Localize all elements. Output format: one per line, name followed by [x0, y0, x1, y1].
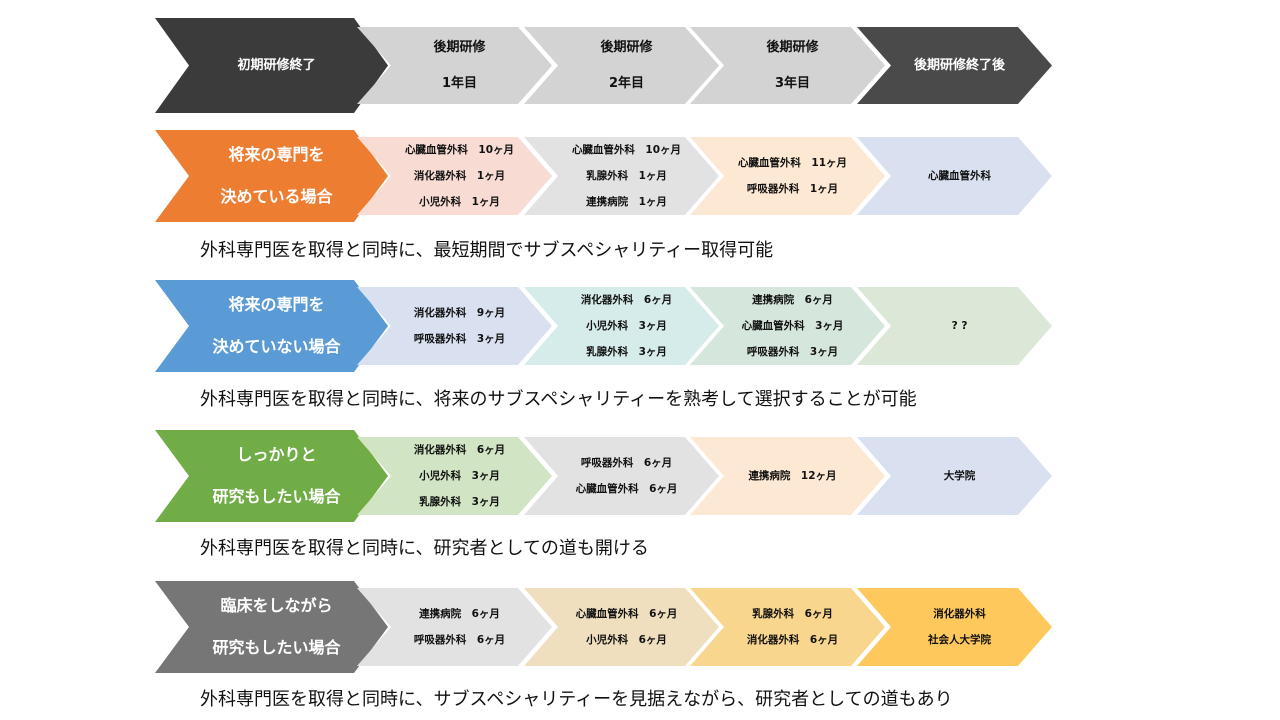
row-4-step-1: 連携病院 6ヶ月呼吸器外科 6ヶ月 — [357, 588, 552, 666]
row-3-step-3: 連携病院 12ヶ月 — [690, 437, 885, 515]
chevron-text: 臨床をしながら — [220, 596, 333, 615]
chevron-text: 研究もしたい場合 — [212, 638, 341, 657]
chevron-text: 社会人大学院 — [928, 634, 991, 646]
chevron-text: 呼吸器外科 3ヶ月 — [746, 346, 839, 358]
chevron-text: 呼吸器外科 6ヶ月 — [413, 634, 506, 646]
chevron-text: ? ? — [951, 320, 968, 332]
chevron-text: 3年目 — [774, 75, 811, 91]
chevron-text: 大学院 — [943, 470, 976, 482]
chevron-text: 連携病院 6ヶ月 — [752, 294, 833, 306]
chevron-text: 連携病院 12ヶ月 — [748, 470, 837, 482]
header-step-4: 後期研修終了後 — [857, 27, 1052, 104]
row-lead-1: 将来の専門を決めている場合 — [155, 130, 388, 222]
row-1-step-4: 心臓血管外科 — [857, 137, 1052, 215]
row-caption: 外科専門医を取得と同時に、研究者としての道も開ける — [200, 538, 649, 559]
row-3-step-4: 大学院 — [857, 437, 1052, 515]
row-4-step-3: 乳腺外科 6ヶ月消化器外科 6ヶ月 — [690, 588, 885, 666]
chevron-text: 心臓血管外科 10ヶ月 — [571, 144, 682, 156]
row-lead-3: しっかりと研究もしたい場合 — [155, 430, 388, 522]
chevron-text: 小児外科 6ヶ月 — [586, 634, 667, 646]
chevron-text: 2年目 — [608, 75, 645, 91]
header-step-2: 後期研修 2年目 — [524, 27, 719, 104]
row-1-step-2: 心臓血管外科 10ヶ月乳腺外科 1ヶ月連携病院 1ヶ月 — [524, 137, 719, 215]
chevron-text: 乳腺外科 3ヶ月 — [586, 346, 667, 358]
chevron-text: 消化器外科 1ヶ月 — [413, 170, 506, 182]
chevron-text: 後期研修終了後 — [913, 57, 1005, 73]
chevron-text: 心臓血管外科 10ヶ月 — [404, 144, 515, 156]
chevron-text: 心臓血管外科 3ヶ月 — [741, 320, 844, 332]
row-4-step-2: 心臓血管外科 6ヶ月小児外科 6ヶ月 — [524, 588, 719, 666]
chevron-text: 乳腺外科 6ヶ月 — [752, 608, 833, 620]
row-lead-2: 将来の専門を決めていない場合 — [155, 280, 388, 372]
row-2-step-3: 連携病院 6ヶ月心臓血管外科 3ヶ月呼吸器外科 3ヶ月 — [690, 287, 885, 365]
row-1-step-3: 心臓血管外科 11ヶ月呼吸器外科 1ヶ月 — [690, 137, 885, 215]
chevron-text: 消化器外科 6ヶ月 — [580, 294, 673, 306]
chevron-text: 後期研修 — [600, 39, 653, 55]
chevron-text: 将来の専門を — [228, 145, 325, 164]
chevron-text: 小児外科 1ヶ月 — [419, 196, 500, 208]
chevron-text: 心臓血管外科 — [928, 170, 991, 182]
chevron-text: 連携病院 6ヶ月 — [419, 608, 500, 620]
row-2-step-4: ? ? — [857, 287, 1052, 365]
row-caption: 外科専門医を取得と同時に、将来のサブスペシャリティーを熟考して選択することが可能 — [200, 389, 917, 410]
row-4-step-4: 消化器外科社会人大学院 — [857, 588, 1052, 666]
chevron-text: 消化器外科 9ヶ月 — [413, 307, 506, 319]
chevron-text: 乳腺外科 3ヶ月 — [419, 496, 500, 508]
chevron-text: 連携病院 1ヶ月 — [586, 196, 667, 208]
row-lead-4: 臨床をしながら研究もしたい場合 — [155, 581, 388, 673]
chevron-text: 初期研修終了 — [237, 57, 316, 73]
chevron-text: 消化器外科 6ヶ月 — [413, 444, 506, 456]
row-1-step-1: 心臓血管外科 10ヶ月消化器外科 1ヶ月小児外科 1ヶ月 — [357, 137, 552, 215]
chevron-text: 心臓血管外科 11ヶ月 — [737, 157, 848, 169]
chevron-text: 呼吸器外科 6ヶ月 — [580, 457, 673, 469]
row-3-step-1: 消化器外科 6ヶ月小児外科 3ヶ月乳腺外科 3ヶ月 — [357, 437, 552, 515]
header-step-start: 初期研修終了 — [155, 18, 388, 113]
chevron-text: 後期研修 — [433, 39, 486, 55]
chevron-text: 1年目 — [441, 75, 478, 91]
chevron-text: 心臓血管外科 6ヶ月 — [575, 608, 678, 620]
chevron-text: 小児外科 3ヶ月 — [419, 470, 500, 482]
row-caption: 外科専門医を取得と同時に、最短期間でサブスペシャリティー取得可能 — [200, 240, 774, 261]
chevron-text: 呼吸器外科 1ヶ月 — [746, 183, 839, 195]
chevron-text: 小児外科 3ヶ月 — [586, 320, 667, 332]
chevron-text: 心臓血管外科 6ヶ月 — [575, 483, 678, 495]
header-step-3: 後期研修 3年目 — [690, 27, 885, 104]
chevron-text: 後期研修 — [766, 39, 819, 55]
chevron-text: 消化器外科 — [933, 608, 986, 620]
chevron-text: 決めている場合 — [220, 187, 333, 206]
row-2-step-2: 消化器外科 6ヶ月小児外科 3ヶ月乳腺外科 3ヶ月 — [524, 287, 719, 365]
chevron-text: 研究もしたい場合 — [212, 487, 341, 506]
chevron-text: 消化器外科 6ヶ月 — [746, 634, 839, 646]
row-3-step-2: 呼吸器外科 6ヶ月心臓血管外科 6ヶ月 — [524, 437, 719, 515]
chevron-text: 乳腺外科 1ヶ月 — [586, 170, 667, 182]
chevron-text: しっかりと — [236, 445, 317, 464]
chevron-text: 決めていない場合 — [212, 337, 341, 356]
chevron-text: 将来の専門を — [228, 295, 325, 314]
row-caption: 外科専門医を取得と同時に、サブスペシャリティーを見据えながら、研究者としての道も… — [200, 689, 953, 710]
chevron-text: 呼吸器外科 3ヶ月 — [413, 333, 506, 345]
